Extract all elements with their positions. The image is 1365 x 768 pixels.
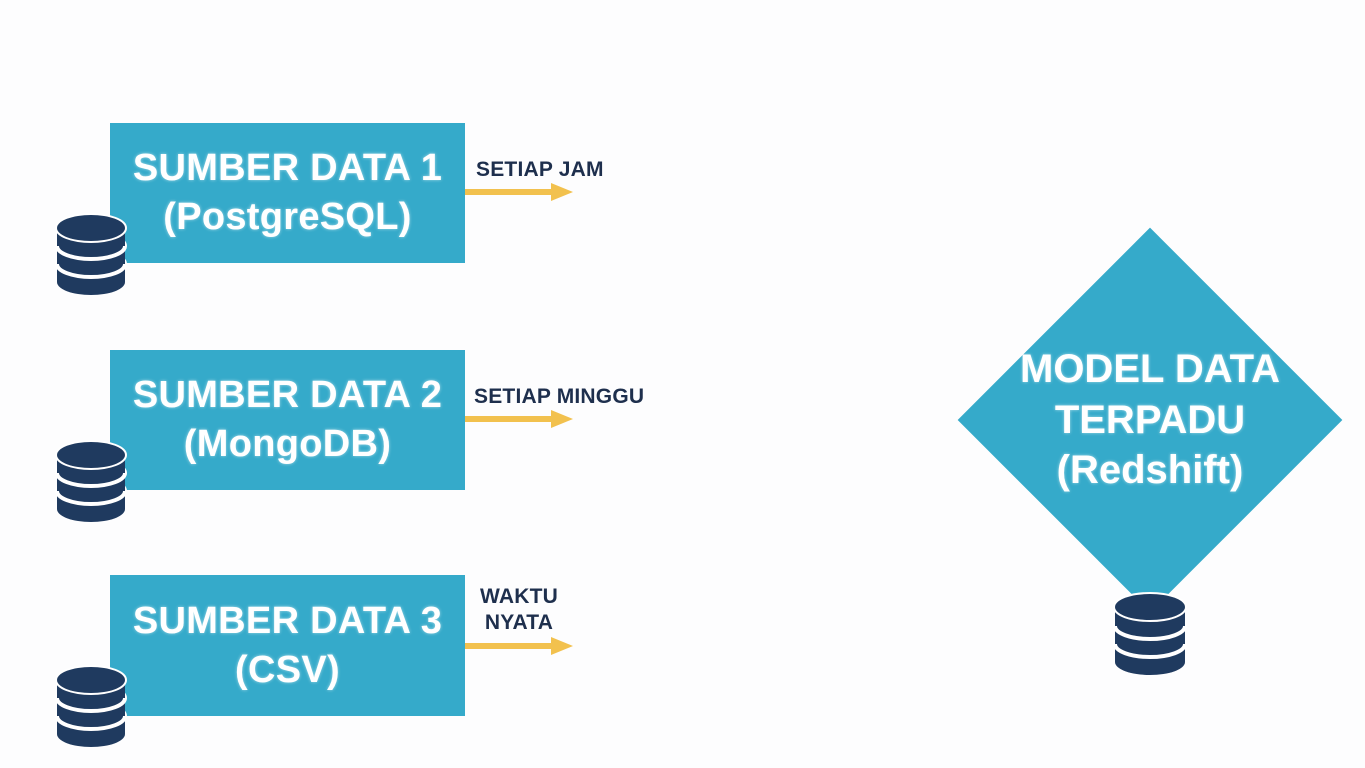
- source-1-system: (PostgreSQL): [163, 196, 412, 238]
- arrow-3: [465, 636, 575, 656]
- source-box-1[interactable]: SUMBER DATA 1 (PostgreSQL): [110, 123, 465, 263]
- arrow-label-3-line-1: WAKTU: [480, 585, 558, 608]
- source-box-2[interactable]: SUMBER DATA 2 (MongoDB): [110, 350, 465, 490]
- source-box-3[interactable]: SUMBER DATA 3 (CSV): [110, 575, 465, 716]
- arrow-label-1: SETIAP JAM: [476, 158, 604, 181]
- database-cylinder-icon: [55, 208, 127, 298]
- source-2-system: (MongoDB): [183, 423, 392, 465]
- source-3-system: (CSV): [235, 648, 340, 691]
- source-1-name: SUMBER DATA 1: [132, 147, 443, 190]
- arrow-label-3-line-2: NYATA: [484, 610, 554, 634]
- database-cylinder-icon: [55, 435, 127, 525]
- database-cylinder-icon: [1113, 586, 1187, 678]
- arrow-2: [465, 409, 575, 429]
- source-2-name: SUMBER DATA 2: [132, 374, 443, 417]
- diamond-shape: [957, 227, 1343, 613]
- target-diamond[interactable]: MODEL DATA TERPADU (Redshift): [957, 227, 1343, 613]
- database-cylinder-icon: [55, 660, 127, 750]
- arrow-label-2: SETIAP MINGGU: [474, 385, 645, 408]
- arrow-1: [465, 182, 575, 202]
- source-3-name: SUMBER DATA 3: [132, 599, 443, 642]
